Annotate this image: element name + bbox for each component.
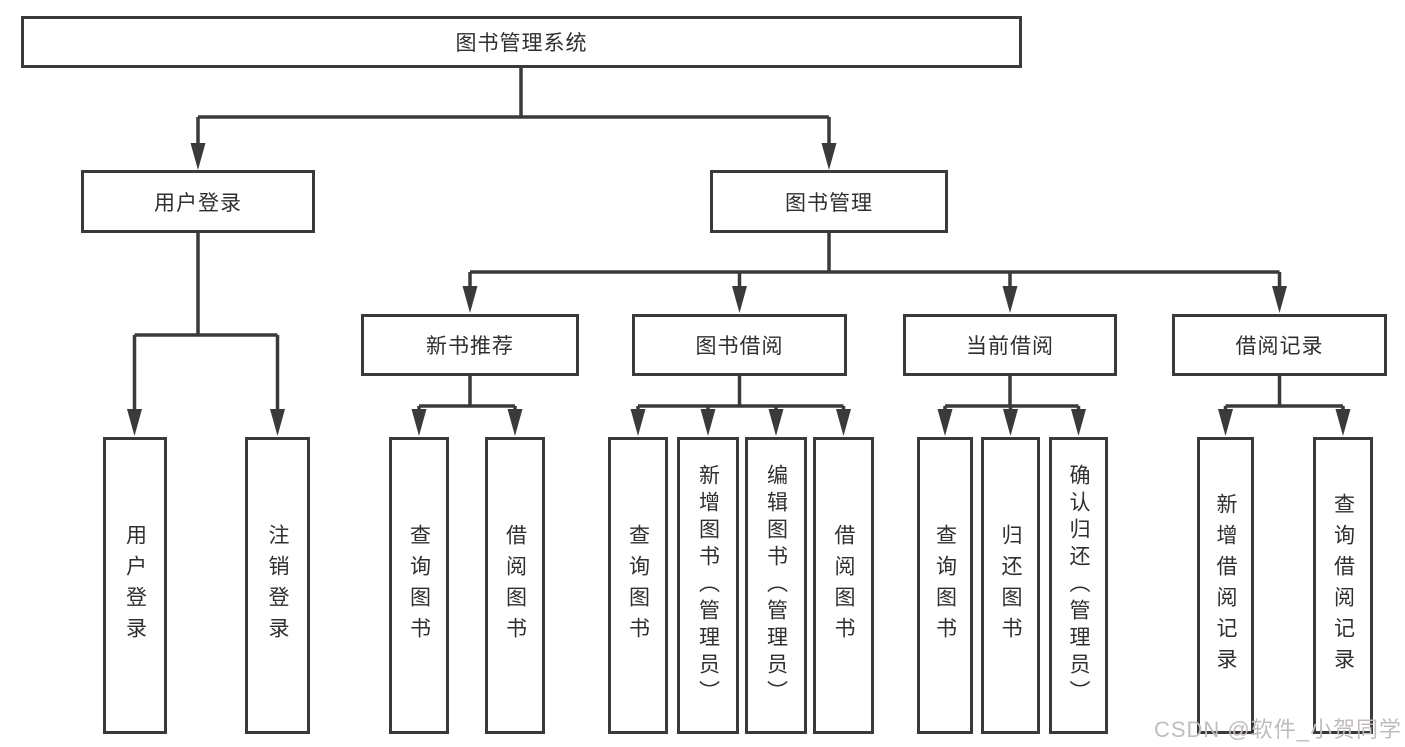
leaf-borrow-books-label: 借阅图书 — [832, 523, 855, 648]
node-new-book-recommend: 新书推荐 — [361, 314, 579, 376]
leaf-return-books: 归还图书 — [981, 437, 1040, 734]
node-user-login-label: 用户登录 — [154, 191, 242, 215]
node-current-borrowing-label: 当前借阅 — [966, 335, 1054, 358]
leaf-add-book-admin-label: 新增图书（管理员） — [696, 464, 720, 707]
leaf-confirm-return-admin-label: 确认归还（管理员） — [1067, 464, 1090, 707]
leaf-query-books-current: 查询图书 — [917, 437, 973, 734]
leaf-query-books-borrow-label: 查询图书 — [626, 523, 650, 648]
leaf-edit-book-admin: 编辑图书（管理员） — [745, 437, 807, 734]
leaf-add-borrow-record-label: 新增借阅记录 — [1214, 492, 1237, 679]
leaf-query-books-current-label: 查询图书 — [933, 523, 957, 648]
leaf-query-books-recommend-label: 查询图书 — [407, 523, 431, 648]
leaf-borrow-books: 借阅图书 — [813, 437, 874, 734]
node-book-management-label: 图书管理 — [785, 191, 873, 215]
leaf-borrow-books-recommend-label: 借阅图书 — [503, 523, 527, 648]
csdn-watermark: CSDN @软件_小贺同学 — [1153, 717, 1402, 742]
node-current-borrowing: 当前借阅 — [903, 314, 1117, 376]
leaf-user-login: 用户登录 — [103, 437, 167, 734]
node-borrowing-records-label: 借阅记录 — [1235, 335, 1324, 358]
leaf-query-borrow-record: 查询借阅记录 — [1313, 437, 1373, 734]
node-root-label: 图书管理系统 — [455, 32, 588, 55]
node-book-borrowing-label: 图书借阅 — [695, 335, 784, 358]
leaf-logout: 注销登录 — [245, 437, 310, 734]
leaf-logout-label: 注销登录 — [266, 523, 289, 648]
leaf-query-books-recommend: 查询图书 — [389, 437, 449, 734]
leaf-return-books-label: 归还图书 — [999, 523, 1022, 648]
leaf-user-login-label: 用户登录 — [123, 523, 147, 648]
node-book-borrowing: 图书借阅 — [632, 314, 847, 376]
node-root: 图书管理系统 — [21, 16, 1022, 68]
leaf-confirm-return-admin: 确认归还（管理员） — [1049, 437, 1108, 734]
node-borrowing-records: 借阅记录 — [1172, 314, 1387, 376]
leaf-add-borrow-record: 新增借阅记录 — [1197, 437, 1254, 734]
node-user-login: 用户登录 — [81, 170, 315, 233]
node-new-book-recommend-label: 新书推荐 — [426, 335, 514, 358]
leaf-query-books-borrow: 查询图书 — [608, 437, 668, 734]
leaf-query-borrow-record-label: 查询借阅记录 — [1331, 492, 1355, 679]
leaf-borrow-books-recommend: 借阅图书 — [485, 437, 545, 734]
node-book-management: 图书管理 — [710, 170, 948, 233]
leaf-edit-book-admin-label: 编辑图书（管理员） — [764, 464, 788, 707]
leaf-add-book-admin: 新增图书（管理员） — [677, 437, 739, 734]
